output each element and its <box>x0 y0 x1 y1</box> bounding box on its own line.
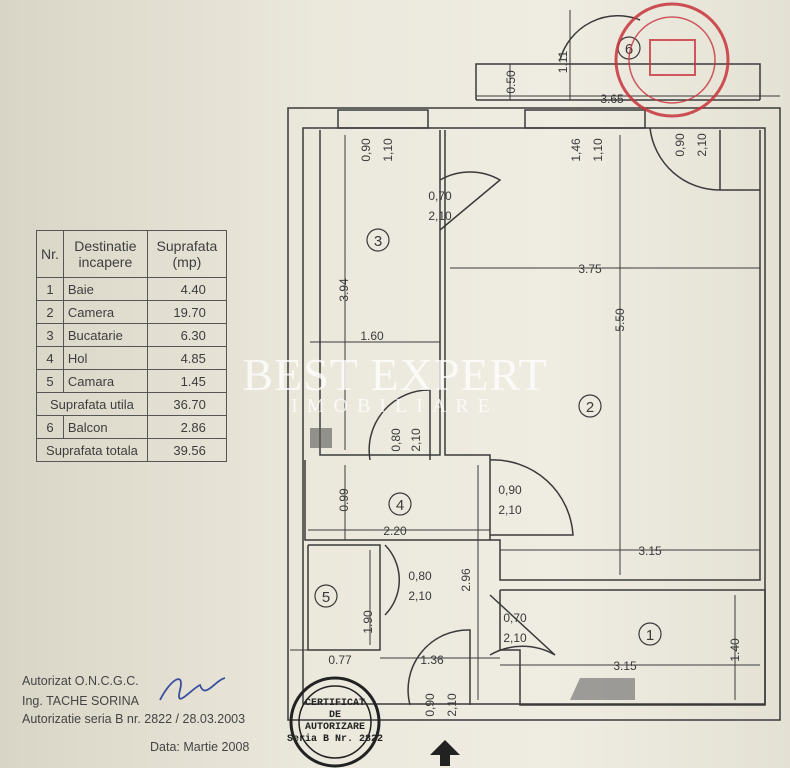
room-6-label: 6 <box>625 41 633 58</box>
cell: 2.86 <box>146 415 227 439</box>
dim-balcony-door: 1.11 <box>556 50 570 73</box>
walls <box>287 15 781 721</box>
room-marker <box>366 228 390 252</box>
dim-hall-length: 2.96 <box>459 568 473 592</box>
header-destination: Destinatie incapere <box>62 230 148 278</box>
cell: Camera <box>62 300 148 324</box>
black-stamp: CERTIFICAT DE AUTORIZARE Seria B Nr. 282… <box>287 676 383 768</box>
dim-door1-w: 0,70 <box>503 611 527 625</box>
header-area: Suprafata (mp) <box>146 230 227 278</box>
authorization-number: Autorizatie seria B nr. 2822 / 28.03.200… <box>22 712 246 726</box>
dim-win3-h: 1,10 <box>381 138 395 162</box>
cell: Suprafata totala <box>36 438 148 462</box>
dim-room5-width: 0.77 <box>328 653 352 667</box>
cell: 6.30 <box>146 323 227 347</box>
cell: 4 <box>36 346 64 370</box>
dim-room2-width: 3.75 <box>578 262 602 276</box>
room-marker <box>578 394 602 418</box>
room-marker <box>638 622 662 646</box>
cell: 39.56 <box>146 438 227 462</box>
cell: Balcon <box>62 415 148 439</box>
authorization-line: Autorizat O.N.C.G.C. <box>22 674 139 688</box>
dim-room1-depth: 1.40 <box>728 638 742 662</box>
dim-room2-bottom: 3.15 <box>638 544 662 558</box>
dim-door1-h: 2,10 <box>503 631 527 645</box>
dim-hall-width: 2.20 <box>383 524 407 538</box>
cell: Bucatarie <box>62 323 148 347</box>
room-1-label: 1 <box>646 627 654 644</box>
cell: 5 <box>36 369 64 393</box>
cell: Camara <box>62 369 148 393</box>
dim-balcony-depth: 0.50 <box>504 70 518 94</box>
stamp-text: CERTIFICAT <box>305 698 365 709</box>
dim-door6-h: 2,10 <box>695 133 709 157</box>
dim-hall-depth: 0.99 <box>337 488 351 512</box>
dim-door5-w: 0,80 <box>408 569 432 583</box>
cell: 4.85 <box>146 346 227 370</box>
cell: 6 <box>36 415 64 439</box>
shaft-icon <box>310 428 332 448</box>
header-nr: Nr. <box>36 230 64 278</box>
dim-door3-w: 0,70 <box>428 189 452 203</box>
cell: 4.40 <box>146 277 227 301</box>
cell: Baie <box>62 277 148 301</box>
dim-entry-w: 0,90 <box>423 693 437 717</box>
signature <box>159 677 226 701</box>
cell: 1.45 <box>146 369 227 393</box>
shaft-icon <box>570 678 635 700</box>
dim-room3-width: 1.60 <box>360 329 384 343</box>
room-2-label: 2 <box>586 399 594 416</box>
cell: 2 <box>36 300 64 324</box>
cell: Hol <box>62 346 148 370</box>
cell: 1 <box>36 277 64 301</box>
room-marker <box>314 584 338 608</box>
engineer-name: Ing. TACHE SORINA <box>22 694 139 708</box>
cell: 36.70 <box>146 392 227 416</box>
dim-room3-length: 3.94 <box>337 278 351 302</box>
dim-win3-w: 0,90 <box>359 138 373 162</box>
dim-door3-h: 2,10 <box>428 209 452 223</box>
dim-door3b-h: 2,10 <box>409 428 423 452</box>
dim-corridor-width: 1.36 <box>420 653 444 667</box>
dim-win2-h: 1,10 <box>591 138 605 162</box>
cell: Suprafata utila <box>36 392 148 416</box>
room-marker <box>388 492 412 516</box>
dim-room1-width: 3.15 <box>613 659 637 673</box>
dim-balcony-width: 3.65 <box>600 92 624 106</box>
dim-door2-w: 0,90 <box>498 483 522 497</box>
date: Data: Martie 2008 <box>150 740 250 754</box>
red-stamp <box>614 2 730 118</box>
dimension-lines <box>290 10 780 700</box>
stamp-text: Seria B Nr. 2822 <box>287 733 383 745</box>
dim-room2-length: 5.50 <box>613 308 627 332</box>
room-3-label: 3 <box>374 233 382 250</box>
dim-door3b-w: 0,80 <box>389 428 403 452</box>
dim-room5-length: 1.90 <box>361 610 375 634</box>
dim-door5-h: 2,10 <box>408 589 432 603</box>
dim-door6-w: 0,90 <box>673 133 687 157</box>
cell: 19.70 <box>146 300 227 324</box>
dim-entry-h: 2,10 <box>445 693 459 717</box>
room-4-label: 4 <box>396 497 404 514</box>
stamp-text: AUTORIZARE <box>305 722 365 733</box>
cell: 3 <box>36 323 64 347</box>
dim-win2-w: 1,46 <box>569 138 583 162</box>
room-5-label: 5 <box>322 589 330 606</box>
dim-door2-h: 2,10 <box>498 503 522 517</box>
entrance-arrow-icon <box>430 740 460 766</box>
area-table: Nr. Destinatie incapere Suprafata (mp) 1… <box>36 230 227 462</box>
stamp-text: DE <box>329 710 341 721</box>
